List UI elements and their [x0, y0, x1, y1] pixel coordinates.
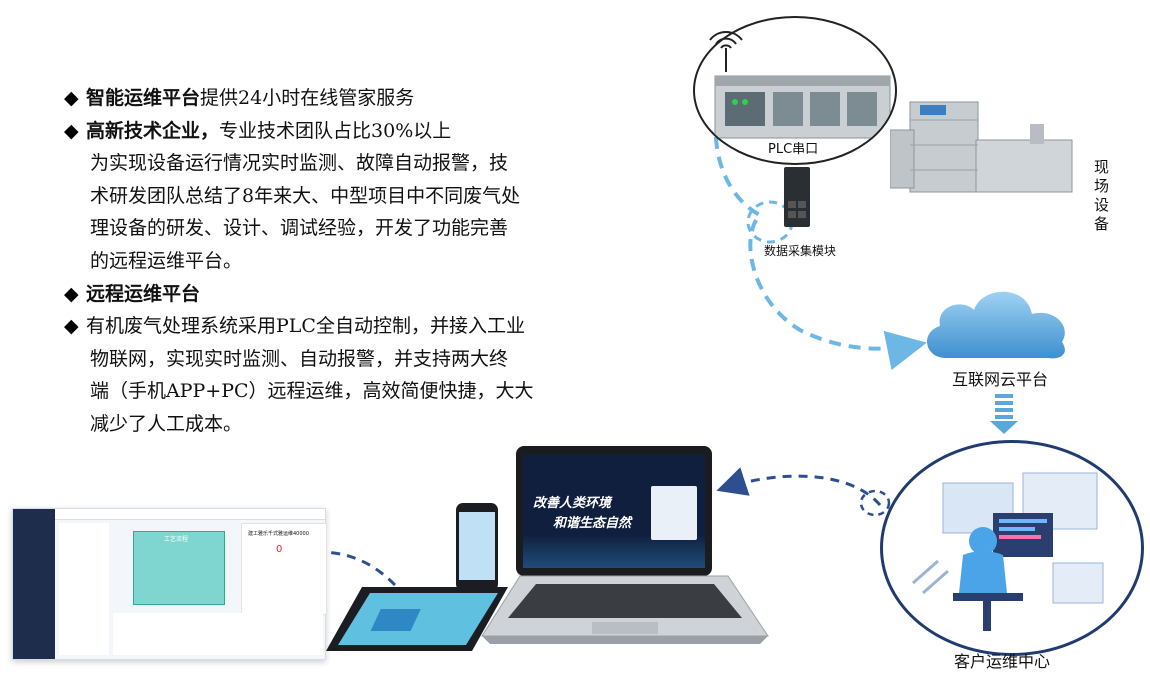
- bullet-icon: ◆: [64, 282, 79, 305]
- line1-bold: 智能运维平台: [86, 87, 201, 109]
- desktop-sidebar: [13, 509, 55, 659]
- para2-line: 物联网，实现实时监测、自动报警，并支持两大终: [90, 347, 509, 370]
- bullet-icon: ◆: [64, 315, 79, 338]
- operator-illustration: [912, 472, 1104, 631]
- customer-label: 客户运维中心: [954, 652, 1051, 671]
- phone-screen: [459, 512, 495, 580]
- site-label: 现场设备: [1094, 158, 1110, 233]
- line3-bold: 远程运维平台: [86, 282, 201, 305]
- bullet-line-1: ◆ 智能运维平台提供24小时在线管家服务: [64, 82, 584, 115]
- laptop-screen: 改善人类环境 和谐生态自然: [523, 454, 705, 568]
- para1-line: 理设备的研发、设计、调试经验，开发了功能完善: [90, 217, 509, 240]
- bullet-icon: ◆: [64, 119, 79, 142]
- site-equipment: [890, 101, 1073, 193]
- module-label: 数据采集模块: [764, 244, 837, 258]
- line2-bold: 高新技术企业，: [86, 119, 220, 142]
- bullet-line-3: ◆ 远程运维平台: [64, 278, 584, 311]
- laptop-keyboard: [481, 575, 769, 644]
- para2-line: 端（手机APP+PC）远程运维，高效简便快捷，大大: [90, 380, 534, 403]
- desktop-header: [55, 509, 325, 520]
- line2-rest: 专业技术团队占比30%以上: [219, 119, 452, 142]
- desktop-screenshot: 工艺流程 建工雅乐千式雅运维40000 0: [12, 508, 327, 660]
- phone-device: [456, 503, 498, 591]
- bullet-line-4: ◆ 有机废气处理系统采用PLC全自动控制，并接入工业: [64, 310, 584, 343]
- para2-line: 减少了人工成本。: [90, 412, 243, 435]
- antenna-icon: [709, 31, 743, 72]
- bullet-icon: ◆: [64, 87, 79, 109]
- para1-line: 的远程运维平台。: [90, 249, 243, 272]
- login-box: [651, 486, 697, 540]
- cloud-label: 互联网云平台: [952, 370, 1049, 389]
- data-module-device: [784, 167, 810, 227]
- para1-line: 术研发团队总结了8年来大、中型项目中不同废气处: [90, 184, 521, 207]
- screen-title: 工艺流程: [164, 536, 189, 543]
- laptop-slogan-1: 改善人类环境: [533, 496, 612, 511]
- down-arrow-icon: [990, 394, 1018, 434]
- desktop-table: [113, 613, 323, 655]
- laptop-device: 改善人类环境 和谐生态自然: [516, 446, 712, 576]
- customer-loop: [859, 489, 891, 517]
- tablet-device: [326, 587, 508, 651]
- plc-label: PLC串口: [768, 142, 819, 157]
- para2-line: 有机废气处理系统采用PLC全自动控制，并接入工业: [86, 315, 525, 338]
- cloud-icon: [927, 291, 1065, 359]
- customer-to-laptop-arrow: [716, 467, 882, 506]
- desktop-process-view: 工艺流程: [133, 531, 225, 605]
- desktop-tree: [59, 523, 109, 655]
- para1-line: 为实现设备运行情况实时监测、故障自动报警，技: [90, 152, 509, 175]
- panel-title: 建工雅乐千式雅运维40000: [248, 531, 309, 537]
- customer-center-oval: [880, 440, 1144, 656]
- bullet-line-2: ◆ 高新技术企业，专业技术团队占比30%以上: [64, 115, 584, 148]
- description-text: ◆ 智能运维平台提供24小时在线管家服务 ◆ 高新技术企业，专业技术团队占比30%以…: [64, 82, 584, 441]
- plc-device: [714, 75, 891, 139]
- plc-to-cloud-arrow: [713, 77, 927, 371]
- line1-rest: 提供24小时在线管家服务: [200, 87, 415, 109]
- panel-value: 0: [276, 544, 283, 555]
- plc-device-oval: [693, 16, 897, 165]
- laptop-slogan-2: 和谐生态自然: [553, 516, 632, 531]
- desktop-panel: 建工雅乐千式雅运维40000 0: [241, 523, 327, 615]
